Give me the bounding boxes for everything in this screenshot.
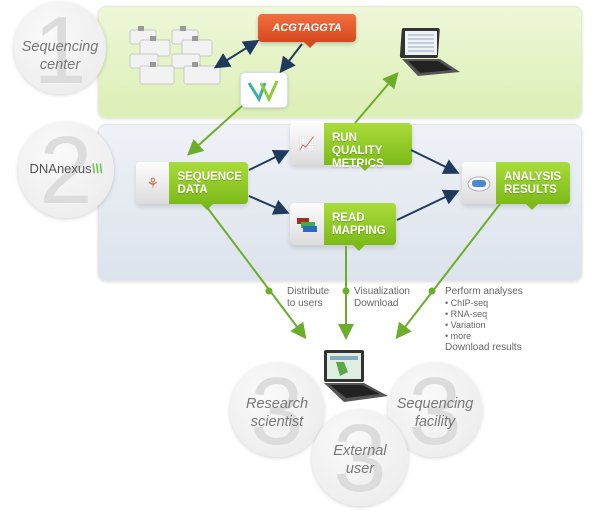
arrow-upload-to-seqdata <box>187 105 243 156</box>
analyses-item: • more <box>445 331 472 341</box>
arrow-read-to-upload <box>279 43 303 74</box>
research-scientist-circle: 3 Research scientist <box>230 358 324 465</box>
dna-helix-icon: ⚘ <box>136 162 170 204</box>
arrow-seqdata-to-users <box>205 205 307 340</box>
research-scientist-line1: Research <box>245 396 309 412</box>
visualization-dot <box>342 287 350 295</box>
stage-3-digit: 3 <box>408 358 462 465</box>
sequence-data-line2: DATA <box>177 184 208 196</box>
arrow-sequencer-to-read <box>213 39 260 69</box>
stage-3-digit: 3 <box>250 358 304 465</box>
read-mapping-label: READ MAPPING <box>324 203 396 251</box>
laptop-bottom-icon <box>318 348 390 404</box>
analyses-dot <box>428 287 436 295</box>
run-quality-line1: RUN QUALITY <box>332 132 383 157</box>
sequencer-machines-icon <box>128 24 224 86</box>
dnanexus-logo-text: DNAnexus <box>29 161 92 176</box>
arrow-seq-to-mapping <box>248 195 290 215</box>
visualization-line1: Visualization <box>354 286 410 297</box>
stage-1-digit: 1 <box>33 0 87 104</box>
visualization-note: Visualization Download <box>354 286 410 310</box>
external-user-circle: 3 External user <box>312 405 408 512</box>
arrow-analysis-to-users <box>395 203 501 340</box>
analyses-item: • RNA-seq <box>445 309 488 319</box>
run-quality-label: RUN QUALITY METRICS <box>324 123 412 171</box>
stage-1-label-line1: Sequencing <box>21 39 99 55</box>
sequencing-facility-label: Sequencing facility <box>388 395 482 431</box>
sequence-read-text: ACGTAGGTA <box>272 22 342 34</box>
analyses-footer: Download results <box>445 342 522 353</box>
run-quality-metrics-stage: 📈 RUN QUALITY METRICS <box>290 123 412 171</box>
sequence-data-stage: ⚘ SEQUENCE DATA <box>136 162 248 210</box>
read-alignment-icon <box>290 203 324 245</box>
stage-2-circle: 2 DNAnexus\\\ <box>18 117 114 224</box>
laptop-top-icon <box>396 26 462 78</box>
dnanexus-upload-logo <box>240 72 288 108</box>
analysis-results-label: ANALYSIS RESULTS <box>496 162 570 210</box>
distribute-note: Distribute to users <box>287 286 329 310</box>
arrow-quality-to-laptop <box>354 71 399 124</box>
read-mapping-stage: READ MAPPING <box>290 203 396 251</box>
arrow-mapping-to-analysis <box>396 189 460 221</box>
analysis-cloud-icon <box>462 162 496 204</box>
sequence-read-bubble: ACGTAGGTA <box>258 14 356 48</box>
analyses-item: • ChIP-seq <box>445 298 489 308</box>
stage-2-digit: 2 <box>39 117 93 224</box>
quality-chart-icon: 📈 <box>290 123 324 165</box>
stage-3-digit: 3 <box>333 405 387 512</box>
sequencing-facility-line1: Sequencing <box>396 396 474 412</box>
dnanexus-v-icon <box>247 80 279 103</box>
sequence-data-line1: SEQUENCE <box>177 171 242 183</box>
research-scientist-label: Research scientist <box>230 395 324 431</box>
stage-1-label-line2: center <box>39 57 81 73</box>
arrow-seq-to-quality <box>248 150 290 171</box>
arrow-quality-to-analysis <box>410 149 460 174</box>
analysis-results-stage: ANALYSIS RESULTS <box>462 162 570 210</box>
analysis-results-line2: RESULTS <box>504 184 557 196</box>
external-user-label: External user <box>312 442 408 478</box>
distribute-line2: to users <box>287 298 323 309</box>
analyses-note: Perform analyses • ChIP-seq • RNA-seq • … <box>445 286 523 354</box>
distribute-line1: Distribute <box>287 286 330 297</box>
distribute-dot <box>265 287 273 295</box>
read-mapping-line2: MAPPING <box>332 225 386 237</box>
analyses-title: Perform analyses <box>445 286 523 297</box>
external-user-line2: user <box>345 461 375 477</box>
analyses-item: • Variation <box>445 320 486 330</box>
sequencing-facility-line2: facility <box>414 414 456 430</box>
dnanexus-logo: DNAnexus\\\ <box>29 161 103 176</box>
visualization-line2: Download <box>354 298 399 309</box>
external-user-line1: External <box>333 443 387 459</box>
read-mapping-line1: READ <box>332 212 365 224</box>
stage-1-circle: 1 Sequencing center <box>14 0 106 104</box>
sequencing-facility-circle: 3 Sequencing facility <box>388 358 482 465</box>
research-scientist-line2: scientist <box>250 414 304 430</box>
stage-1-label: Sequencing center <box>14 38 106 74</box>
analysis-results-line1: ANALYSIS <box>504 171 562 183</box>
